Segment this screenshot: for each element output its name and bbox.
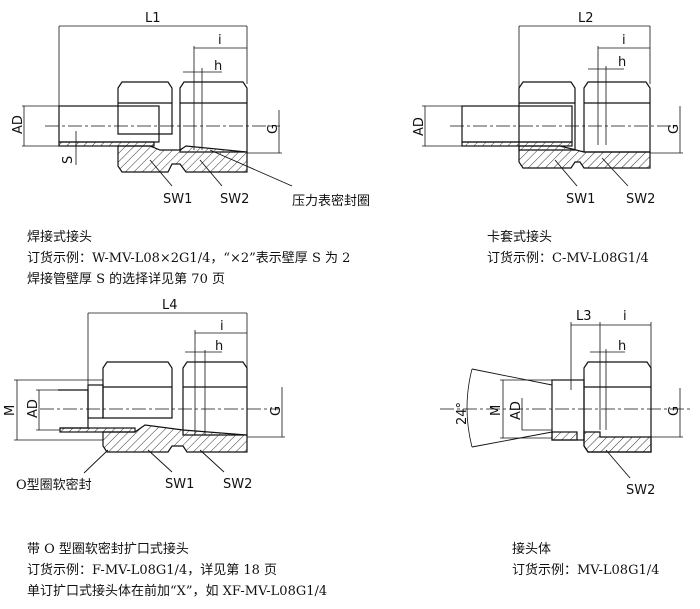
caption-compression: 卡套式接头 订货示例：C-MV-L08G1/4 <box>487 228 649 270</box>
weld-pipe <box>58 105 160 143</box>
nut-sw1-outline <box>102 361 173 419</box>
sw1-leader <box>149 159 173 187</box>
caption-welded: 焊接式接头 订货示例：W-MV-L08×2G1/4，“×2”表示壁厚 S 为 2… <box>27 228 350 291</box>
label-sw1: SW1 <box>165 477 194 492</box>
oring-leader <box>83 449 109 474</box>
sw2-leader <box>605 449 631 479</box>
caption-order-example: 订货示例：W-MV-L08×2G1/4，“×2”表示壁厚 S 为 2 <box>27 251 351 266</box>
body-sw2-outline <box>179 81 248 153</box>
dim-h: h <box>618 55 626 70</box>
tube-wall-hatch <box>461 141 573 147</box>
caption-order-example: 订货示例：F-MV-L08G1/4，详见第 18 页 <box>27 563 278 578</box>
dim-s: S <box>61 156 76 164</box>
dim-h: h <box>215 339 223 354</box>
dim-m: M <box>489 405 504 416</box>
dim-angle: 24° <box>455 402 470 425</box>
label-sw2: SW2 <box>626 483 655 498</box>
sw2-leader <box>601 157 629 187</box>
section-hatch <box>583 431 652 453</box>
section-hatch <box>117 145 248 173</box>
dim-g: G <box>667 406 682 416</box>
flare-sleeve <box>87 384 104 419</box>
section-hatch <box>102 424 248 453</box>
dim-g: G <box>667 124 682 134</box>
pipe-wall-hatch <box>58 141 155 147</box>
caption-title: 带 O 型圈软密封扩口式接头 <box>27 542 189 557</box>
dim-g: G <box>266 124 281 134</box>
dim-i: i <box>220 319 224 334</box>
dim-l2: L2 <box>578 11 594 26</box>
seal-leader <box>209 149 293 187</box>
caption-title: 接头体 <box>512 542 552 557</box>
cone-stub <box>551 379 585 441</box>
sw1-leader <box>554 159 578 187</box>
dim-l3: L3 <box>576 309 592 324</box>
callout-gauge-seal: 压力表密封圈 <box>292 194 371 209</box>
dim-i: i <box>218 33 222 48</box>
nut-sw1-outline <box>518 81 576 151</box>
dim-g: G <box>269 406 284 416</box>
dim-ad: AD <box>11 115 26 134</box>
caption-body: 接头体 订货示例：MV-L08G1/4 <box>512 540 659 582</box>
label-sw2: SW2 <box>223 477 252 492</box>
welded-fitting-drawing <box>22 25 293 187</box>
dim-l1: L1 <box>145 11 161 26</box>
stub-hatch <box>551 431 578 441</box>
caption-order-example: 订货示例：MV-L08G1/4 <box>512 563 660 578</box>
dim-ad: AD <box>509 401 524 420</box>
tube <box>461 105 573 143</box>
caption-flared: 带 O 型圈软密封扩口式接头 订货示例：F-MV-L08G1/4，详见第 18 … <box>27 540 327 603</box>
nut-sw1-outline <box>117 81 173 135</box>
sw2-leader <box>199 159 223 187</box>
dim-h: h <box>618 339 626 354</box>
caption-note: 单订扩口式接头体在前加“X”，如 XF-MV-L08G1/4 <box>27 584 328 599</box>
label-sw1: SW1 <box>566 192 595 207</box>
section-hatch <box>518 145 651 169</box>
cone-line-bottom <box>471 431 553 448</box>
label-sw2: SW2 <box>220 192 249 207</box>
fitting-body-drawing <box>440 322 690 479</box>
caption-order-example: 订货示例：C-MV-L08G1/4 <box>487 251 649 266</box>
sw2-leader <box>199 449 225 473</box>
callout-oring-seal: O型圈软密封 <box>16 478 92 493</box>
dim-l4: L4 <box>162 298 178 313</box>
dim-i: i <box>622 33 626 48</box>
dim-ad: AD <box>412 117 427 136</box>
compression-fitting-drawing <box>422 25 683 187</box>
caption-title: 卡套式接头 <box>487 230 553 245</box>
dim-i: i <box>623 309 627 324</box>
body-sw2-outline <box>182 361 248 436</box>
dim-h: h <box>214 59 222 74</box>
dim-ad: AD <box>26 399 41 418</box>
dim-m: M <box>3 405 18 416</box>
angle-arc <box>466 368 473 448</box>
body-sw2-outline <box>583 81 651 153</box>
cone-line-top <box>471 368 553 386</box>
sw1-leader <box>147 449 173 473</box>
label-sw1: SW1 <box>163 192 192 207</box>
flared-fitting-drawing <box>14 312 285 474</box>
caption-note: 焊接管壁厚 S 的选择详见第 70 页 <box>27 272 225 287</box>
label-sw2: SW2 <box>626 192 655 207</box>
caption-title: 焊接式接头 <box>27 230 93 245</box>
